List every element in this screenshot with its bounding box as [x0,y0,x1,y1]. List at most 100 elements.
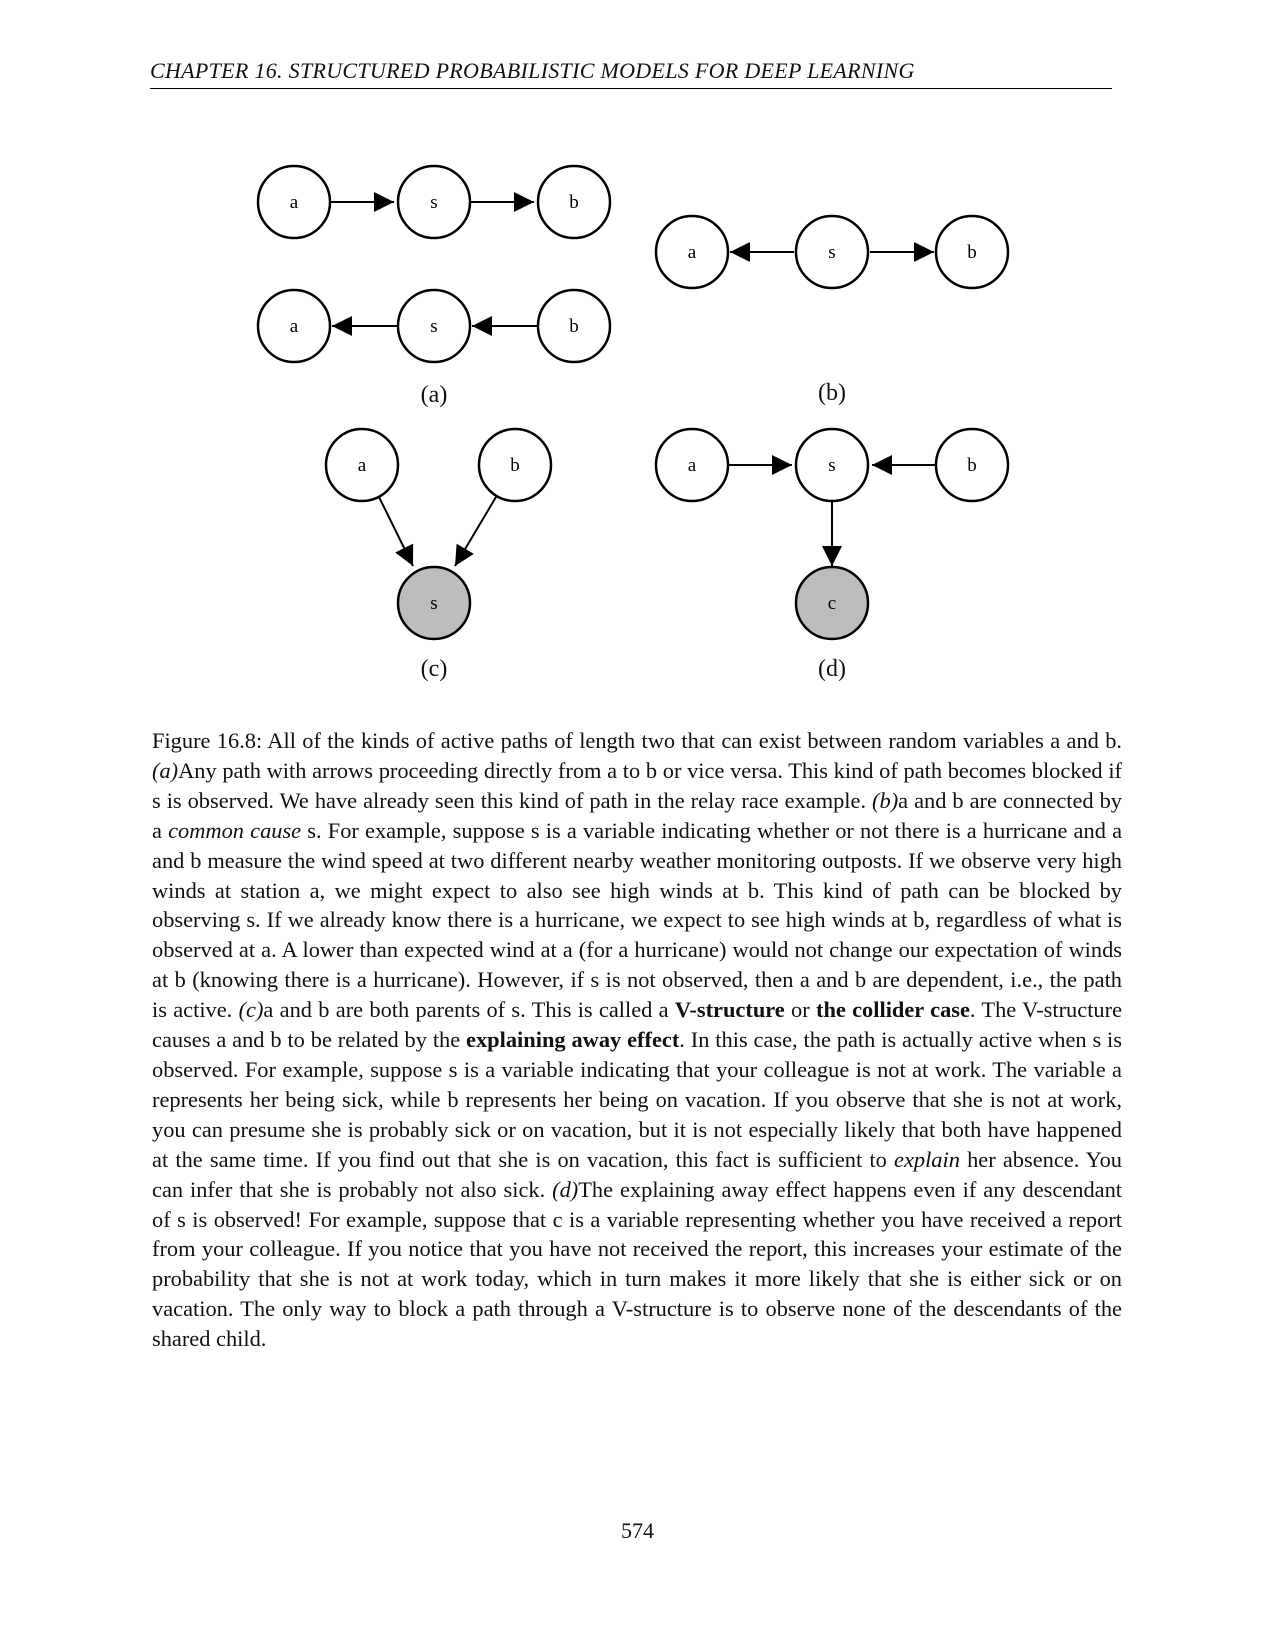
node-a [256,288,332,364]
var-b: b [270,1027,282,1053]
caption-text: is not observed, then [599,967,800,993]
var-a: a [1050,728,1061,753]
caption-text: are connected by a [152,787,1122,843]
var-a: a [1112,817,1123,843]
caption-text: The explaining away effect happens even … [152,1176,1122,1232]
running-header: CHAPTER 16. STRUCTURED PROBABILISTIC MOD… [150,58,915,83]
caption-text: and [152,847,191,873]
caption-text: represents her being sick, while [152,1086,448,1112]
caption-text: . If we already know there is a hurrican… [255,907,914,933]
caption-text: . A lower than expected wind at [271,937,563,963]
term-common-cause: common cause [168,817,302,843]
node-label-s: s [430,192,437,213]
panel-ref-a: (a) [152,757,179,783]
var-a: a [898,787,909,813]
node-label-s: s [430,316,437,337]
term-v-structure: V-structure [674,997,785,1023]
caption-text: are dependent, i.e., the path is active. [152,967,1122,1023]
node-label-b: b [569,316,579,337]
node-b [477,427,553,503]
panel-ref-c: (c) [238,997,264,1023]
var-a: a [309,877,320,903]
node-b [934,427,1010,503]
node-b [536,288,612,364]
var-s: s [590,967,600,993]
term-collider-case: the collider case [815,997,970,1023]
var-a: a [607,757,618,783]
var-a: a [216,1027,227,1053]
panel-b: a s b [654,214,1010,290]
node-s [794,427,870,503]
node-label-s: s [828,242,835,263]
panel-ref-b: (b) [872,787,899,813]
var-b: b [645,757,658,783]
edge-b-to-s [454,496,497,567]
var-s: s [246,907,256,933]
subfigure-label-a: (a) [420,382,448,408]
var-s: s [152,787,161,813]
var-a: a [799,967,810,993]
header-rule [150,88,1112,89]
figure-16-8: a s b a s b a s b a b s [256,164,1010,641]
var-s: s [1092,1027,1102,1053]
node-label-b: b [510,455,520,476]
caption-text: or vice versa. This kind of path becomes… [657,757,1122,783]
var-b: b [447,1086,459,1112]
edge-a-to-s [378,496,414,567]
var-c: c [552,1206,563,1232]
caption-text: represents her being on vacation. If you… [152,1086,1122,1172]
caption-text: (knowing there is a hurricane). However,… [185,967,591,993]
var-b: b [190,847,202,873]
subfigure-label-b: (b) [818,380,846,406]
term-explaining-away-effect: explaining away effect [466,1027,680,1053]
var-b: b [318,997,330,1023]
node-b [934,214,1010,290]
term-explain: explain [894,1146,960,1172]
subfigure-label-c: (c) [420,656,448,682]
page-number: 574 [621,1518,654,1543]
var-s: s [511,997,521,1023]
panel-a-row-2: a s b [256,288,612,364]
node-label-b: b [569,192,579,213]
node-label-a: a [688,455,697,476]
caption-text: and [809,967,855,993]
node-s [396,164,472,240]
var-a: a [261,937,272,963]
node-b [536,164,612,240]
caption-text: is observed! For example, suppose that [185,1206,553,1232]
node-s-observed [396,565,472,641]
panel-c: a b s [324,427,553,641]
node-label-a: a [688,242,697,263]
node-c-observed [794,565,870,641]
panel-d: a s b c [654,427,1010,641]
node-label-a: a [358,455,367,476]
caption-text: . In this case, the path is actually act… [679,1027,1093,1053]
var-s: s [530,817,540,843]
caption-text: is observed. For example, suppose [152,1027,1122,1082]
panel-ref-d: (d) [552,1176,579,1202]
caption-text: . [1116,728,1122,753]
caption-text: or [784,997,816,1023]
caption-text: and [908,787,953,813]
var-a: a [562,937,573,963]
caption-text: Figure 16.8: All of the kinds of active … [152,728,1051,753]
node-label-b: b [967,455,977,476]
caption-text: are both parents of [329,997,512,1023]
panel-a-row-1: a s b [256,164,612,240]
node-s [794,214,870,290]
caption-text: is a variable indicating that your colle… [457,1056,1113,1082]
var-s: s [448,1056,458,1082]
caption-text: to be related by the [281,1027,467,1053]
var-b: b [1105,728,1117,753]
node-label-c: c [828,593,836,614]
node-label-s: s [828,455,835,476]
node-label-s: s [430,593,437,614]
var-b: b [174,967,186,993]
caption-text: , we might expect to also see high winds… [319,877,748,903]
var-b: b [913,907,925,933]
caption-text: her absence. You can infer that she is p… [152,1146,1122,1202]
node-label-b: b [967,242,977,263]
caption-text: and [1060,728,1106,753]
var-b: b [952,787,964,813]
caption-text: to [617,757,646,783]
